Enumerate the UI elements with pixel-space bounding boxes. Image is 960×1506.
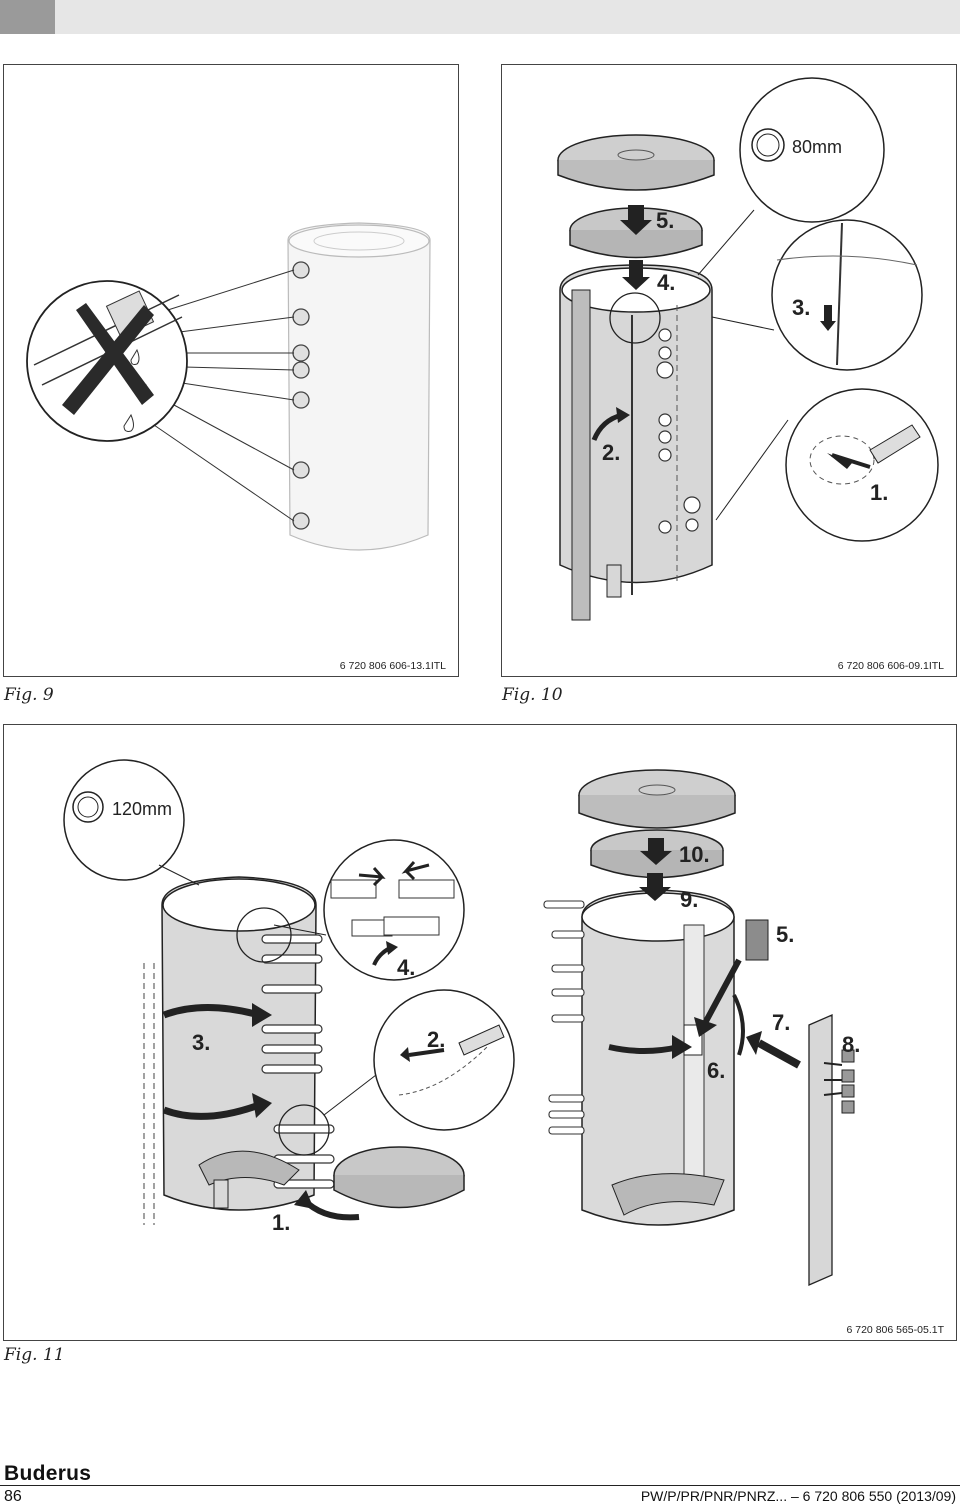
step-label-4: 4. <box>657 270 675 295</box>
step-label-1: 1. <box>272 1210 290 1235</box>
figure-11-code: 6 720 806 565-05.1T <box>846 1324 945 1336</box>
step-label-8: 8. <box>842 1032 860 1057</box>
figure-9-illustration <box>26 222 431 551</box>
footer-rule <box>0 1485 960 1486</box>
figure-9-label: Fig. 9 <box>4 685 54 705</box>
brand-logo: Buderus <box>4 1462 92 1485</box>
step-label-5: 5. <box>656 208 674 233</box>
figure-10-frame: 5. 4. 3. 2. 1. 80mm 6 720 806 606-09.1IT… <box>501 64 957 677</box>
step-label-2: 2. <box>602 440 620 465</box>
header-tab-marker <box>0 0 55 34</box>
step-label-2: 2. <box>427 1027 445 1052</box>
step-label-5: 5. <box>776 922 794 947</box>
step-label-6: 6. <box>707 1058 725 1083</box>
page-number: 86 <box>4 1488 22 1505</box>
figure-11-label: Fig. 11 <box>4 1345 65 1365</box>
step-label-10: 10. <box>679 842 710 867</box>
step-label-7: 7. <box>772 1010 790 1035</box>
dimension-callout-80mm: 80mm <box>792 137 842 157</box>
step-label-3: 3. <box>192 1030 210 1055</box>
figure-10-code: 6 720 806 606-09.1ITL <box>837 660 944 672</box>
figure-11-frame: 1. 2. 3. 4. 5. 6. 7. 8. 9. 10. 120mm 6 7… <box>3 724 957 1341</box>
document-reference: PW/P/PR/PNR/PNRZ... – 6 720 806 550 (201… <box>640 1488 956 1504</box>
step-label-1: 1. <box>870 480 888 505</box>
step-label-3: 3. <box>792 295 810 320</box>
step-label-4: 4. <box>397 955 415 980</box>
figure-11-illustration: 1. 2. 3. 4. 5. 6. 7. 8. 9. 10. 120mm <box>63 759 860 1286</box>
figure-10-illustration: 5. 4. 3. 2. 1. 80mm <box>557 77 939 621</box>
step-label-9: 9. <box>680 887 698 912</box>
figure-9-code: 6 720 806 606-13.1ITL <box>339 660 446 672</box>
dimension-callout-120mm: 120mm <box>112 799 172 819</box>
figure-9-frame: 6 720 806 606-13.1ITL <box>3 64 459 677</box>
figure-10-label: Fig. 10 <box>502 685 563 705</box>
top-header-bar <box>0 0 960 34</box>
